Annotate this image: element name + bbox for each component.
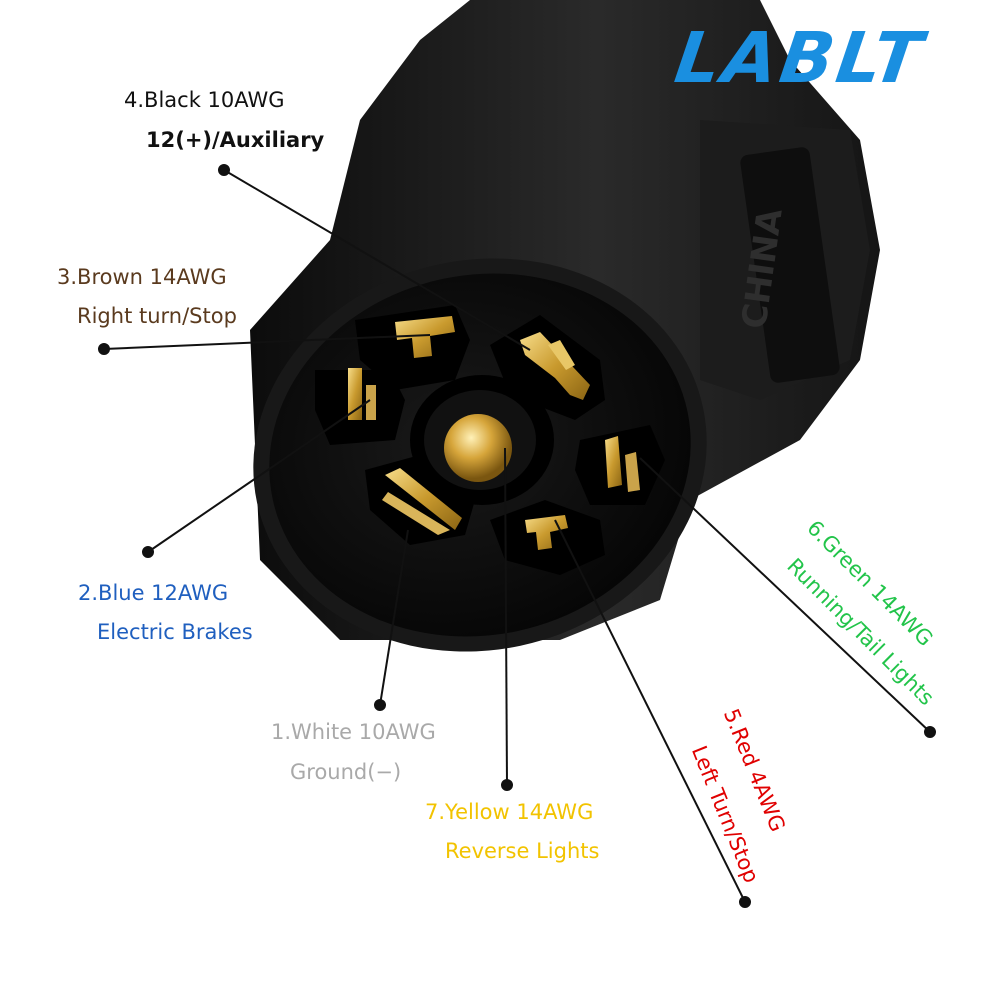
leader-white bbox=[379, 529, 409, 706]
leader-black bbox=[223, 169, 531, 351]
leader-dot-red bbox=[739, 896, 751, 908]
label-black-wire: 4.Black 10AWG bbox=[124, 88, 285, 112]
label-yellow-wire: 7.Yellow 14AWG bbox=[425, 800, 594, 824]
label-blue-function: Electric Brakes bbox=[97, 620, 253, 644]
label-brown-wire: 3.Brown 14AWG bbox=[57, 265, 227, 289]
mold-plate bbox=[740, 147, 840, 383]
socket-top-left bbox=[355, 305, 470, 390]
leader-dot-black bbox=[218, 164, 230, 176]
leader-green bbox=[639, 457, 931, 733]
leader-dot-white bbox=[374, 699, 386, 711]
label-white-function: Ground(−) bbox=[290, 760, 402, 784]
leader-yellow bbox=[504, 447, 508, 786]
label-brown-function: Right turn/Stop bbox=[77, 304, 237, 328]
leader-dot-green bbox=[924, 726, 936, 738]
center-pin bbox=[410, 375, 554, 505]
brand-logo: LABLT bbox=[670, 17, 930, 99]
leader-red bbox=[554, 519, 746, 903]
leader-dot-blue bbox=[142, 546, 154, 558]
leader-brown bbox=[103, 334, 431, 350]
label-black-function: 12(+)/Auxiliary bbox=[146, 128, 325, 152]
label-white-wire: 1.White 10AWG bbox=[271, 720, 436, 744]
leader-dot-brown bbox=[98, 343, 110, 355]
label-yellow-function: Reverse Lights bbox=[445, 839, 600, 863]
label-blue-wire: 2.Blue 12AWG bbox=[78, 581, 229, 605]
socket-right bbox=[575, 425, 665, 505]
leader-dot-yellow bbox=[501, 779, 513, 791]
leader-blue bbox=[147, 399, 371, 553]
